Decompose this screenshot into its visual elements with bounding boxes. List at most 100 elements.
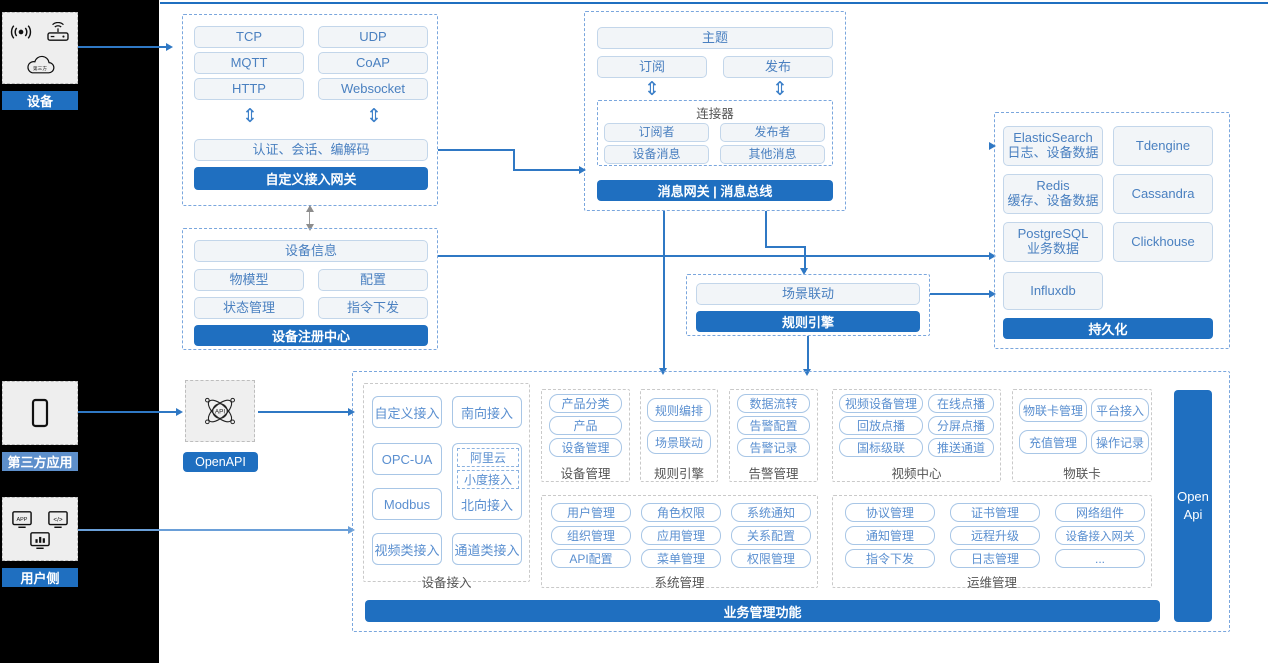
da-xiaodu[interactable]: 小度接入 (457, 470, 519, 489)
code-window-icon: </> (48, 510, 68, 528)
group-video-center (832, 389, 1001, 482)
da-video-access[interactable]: 视频类接入 (372, 533, 442, 565)
openapi-vertical-bar[interactable]: Open Api (1174, 390, 1212, 622)
vc-split-screen-vod[interactable]: 分屏点播 (928, 416, 994, 435)
registry-config[interactable]: 配置 (318, 269, 428, 291)
sm-role-permission[interactable]: 角色权限 (641, 503, 721, 522)
om-more[interactable]: ... (1055, 549, 1145, 568)
persistence-influxdb[interactable]: Influxdb (1003, 272, 1103, 310)
protocol-mqtt[interactable]: MQTT (194, 52, 304, 74)
am-alarm-record[interactable]: 告警记录 (737, 438, 810, 457)
sm-permission-mgmt[interactable]: 权限管理 (731, 549, 811, 568)
connector-other-message[interactable]: 其他消息 (720, 145, 825, 164)
vc-video-device-mgmt[interactable]: 视频设备管理 (839, 394, 923, 413)
protocol-websocket[interactable]: Websocket (318, 78, 428, 100)
om-protocol-mgmt[interactable]: 协议管理 (845, 503, 935, 522)
wifi-signal-icon (10, 25, 32, 39)
da-opcua[interactable]: OPC-UA (372, 443, 442, 475)
persistence-tdengine[interactable]: Tdengine (1113, 126, 1213, 166)
rules-title: 规则引擎 (696, 311, 920, 332)
mobile-phone-icon (31, 398, 49, 428)
persistence-clickhouse[interactable]: Clickhouse (1113, 222, 1213, 262)
app-window-icon: APP (12, 510, 32, 528)
am-alarm-config[interactable]: 告警配置 (737, 416, 810, 435)
vc-gb-cascade[interactable]: 国标级联 (839, 438, 923, 457)
da-northbound-group[interactable]: 阿里云 小度接入 北向接入 (452, 443, 522, 520)
message-publish[interactable]: 发布 (723, 56, 833, 78)
da-custom-access[interactable]: 自定义接入 (372, 396, 442, 428)
registry-state-mgmt[interactable]: 状态管理 (194, 297, 304, 319)
om-device-gateway[interactable]: 设备接入网关 (1055, 526, 1145, 545)
da-southbound-access[interactable]: 南向接入 (452, 396, 522, 428)
sm-relation-config[interactable]: 关系配置 (731, 526, 811, 545)
db-name: PostgreSQL (1017, 226, 1089, 242)
rail-label-user: 用户侧 (2, 568, 78, 587)
message-subscribe[interactable]: 订阅 (597, 56, 707, 78)
registry-title: 设备注册中心 (194, 325, 428, 346)
connector-rules-down (807, 336, 809, 372)
da-modbus[interactable]: Modbus (372, 488, 442, 520)
vc-playback-vod[interactable]: 回放点播 (839, 416, 923, 435)
db-desc: 日志、设备数据 (1007, 145, 1099, 160)
sm-user-mgmt[interactable]: 用户管理 (551, 503, 631, 522)
om-network-component[interactable]: 网络组件 (1055, 503, 1145, 522)
vc-online-vod[interactable]: 在线点播 (928, 394, 994, 413)
protocol-tcp[interactable]: TCP (194, 26, 304, 48)
gateway-middle-layer[interactable]: 认证、会话、编解码 (194, 139, 428, 161)
registry-thing-model[interactable]: 物模型 (194, 269, 304, 291)
connector-gw-to-msg-v (513, 149, 515, 170)
connector-bus-to-rules-v (804, 246, 806, 272)
sm-api-config[interactable]: API配置 (551, 549, 631, 568)
om-cert-mgmt[interactable]: 证书管理 (950, 503, 1040, 522)
ic-card-mgmt[interactable]: 物联卡管理 (1019, 398, 1087, 422)
caption-video-center: 视频中心 (891, 467, 942, 481)
message-topic[interactable]: 主题 (597, 27, 833, 49)
connector-gateway-registry (309, 206, 310, 228)
sm-org-mgmt[interactable]: 组织管理 (551, 526, 631, 545)
protocol-coap[interactable]: CoAP (318, 52, 428, 74)
db-desc: 缓存、设备数据 (1007, 193, 1099, 208)
connector-publisher[interactable]: 发布者 (720, 123, 825, 142)
protocol-udp[interactable]: UDP (318, 26, 428, 48)
connector-thirdparty-to-openapi (78, 411, 178, 413)
dm-product-category[interactable]: 产品分类 (549, 394, 622, 413)
connector-bus-down-v1 (663, 211, 665, 371)
arrow-registry-down (306, 224, 314, 231)
dm-device-mgmt[interactable]: 设备管理 (549, 438, 622, 457)
om-log-mgmt[interactable]: 日志管理 (950, 549, 1040, 568)
re-scene-linkage[interactable]: 场景联动 (647, 430, 711, 454)
router-icon (47, 22, 69, 41)
dm-product[interactable]: 产品 (549, 416, 622, 435)
da-channel-access[interactable]: 通道类接入 (452, 533, 522, 565)
ic-operation-record[interactable]: 操作记录 (1091, 430, 1149, 454)
da-aliyun[interactable]: 阿里云 (457, 448, 519, 467)
registry-command-issue[interactable]: 指令下发 (318, 297, 428, 319)
protocol-http[interactable]: HTTP (194, 78, 304, 100)
connector-openapi-to-business (258, 411, 352, 413)
persistence-cassandra[interactable]: Cassandra (1113, 174, 1213, 214)
connector-device-message[interactable]: 设备消息 (604, 145, 709, 164)
group-alarm-mgmt (729, 389, 818, 482)
rules-scene-linkage[interactable]: 场景联动 (696, 283, 920, 305)
registry-device-info[interactable]: 设备信息 (194, 240, 428, 262)
sm-app-mgmt[interactable]: 应用管理 (641, 526, 721, 545)
re-rule-orchestration[interactable]: 规则编排 (647, 398, 711, 422)
am-data-flow[interactable]: 数据流转 (737, 394, 810, 413)
sm-menu-mgmt[interactable]: 菜单管理 (641, 549, 721, 568)
connector-subscriber[interactable]: 订阅者 (604, 123, 709, 142)
om-remote-upgrade[interactable]: 远程升级 (950, 526, 1040, 545)
device-icon-box: 第三方 (2, 12, 78, 84)
ic-recharge-mgmt[interactable]: 充值管理 (1019, 430, 1087, 454)
group-iot-card (1012, 389, 1152, 482)
vc-push-channel[interactable]: 推送通道 (928, 438, 994, 457)
ic-platform-access[interactable]: 平台接入 (1091, 398, 1149, 422)
group-ops-mgmt (832, 495, 1152, 588)
svg-text:</>: </> (53, 516, 62, 523)
thirdparty-icon-box (2, 381, 78, 445)
om-command-issue[interactable]: 指令下发 (845, 549, 935, 568)
om-notice-mgmt[interactable]: 通知管理 (845, 526, 935, 545)
sm-system-notice[interactable]: 系统通知 (731, 503, 811, 522)
